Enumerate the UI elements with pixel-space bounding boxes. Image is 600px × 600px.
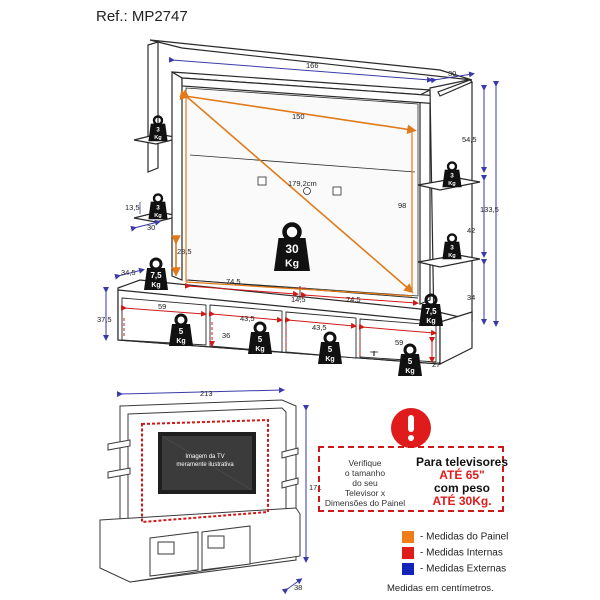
label-drawer4: 59 — [395, 338, 403, 347]
svg-text:Kg: Kg — [154, 213, 162, 219]
panel-outline — [141, 418, 269, 524]
svg-text:3: 3 — [156, 205, 160, 212]
label-overview-width: 213 — [200, 389, 213, 398]
weight-icon-niche-1: 5Kg — [169, 313, 193, 346]
weight-icon-niche-4: 5Kg — [398, 343, 422, 376]
reference-code: Ref.: MP2747 — [96, 8, 188, 25]
label-drawer4-height: 27 — [432, 360, 440, 369]
label-shelf-thickness: 13,5 — [125, 203, 140, 212]
svg-text:3: 3 — [450, 173, 454, 180]
label-panel-width: 150 — [292, 112, 305, 121]
legend-swatch-blue — [402, 563, 414, 575]
legend-item-panel: - Medidas do Painel — [402, 531, 508, 543]
svg-text:7,5: 7,5 — [425, 307, 437, 316]
svg-text:Kg: Kg — [426, 318, 435, 325]
tv-illustration: Imagem da TV meramente ilustrativa — [158, 432, 256, 494]
label-panel-gap: 28,5 — [177, 247, 192, 256]
svg-text:Kg: Kg — [325, 356, 334, 363]
tv-caption-2: meramente ilustrativa — [176, 462, 234, 468]
weight-icon-shelf-mid-left: 3Kg — [148, 193, 168, 220]
legend-note: Medidas em centímetros. — [387, 583, 494, 594]
svg-text:Kg: Kg — [176, 338, 185, 345]
label-niche-left: 74,5 — [226, 277, 241, 286]
legend-swatch-orange — [402, 531, 414, 543]
legend-item-external: - Medidas Externas — [402, 563, 506, 575]
svg-text:30: 30 — [285, 242, 299, 256]
weight-icon-niche-2: 5Kg — [248, 321, 272, 354]
svg-text:7,5: 7,5 — [150, 271, 162, 280]
tv-caption-1: Imagem da TV — [185, 454, 224, 460]
label-center-gap: 14,5 — [291, 295, 306, 304]
label-base-height: 37,5 — [97, 315, 112, 324]
svg-text:Kg: Kg — [151, 282, 160, 289]
svg-text:Kg: Kg — [448, 181, 456, 187]
weight-icon-right-tower: 7,5Kg — [419, 293, 443, 326]
weight-icon-main-panel: 30Kg — [274, 222, 310, 271]
label-drawer3: 43,5 — [312, 323, 327, 332]
svg-text:3: 3 — [156, 127, 160, 134]
weight-icon-shelf-top-left: 3Kg — [148, 115, 168, 142]
label-upper-right: 54,5 — [462, 135, 477, 144]
label-top-width: 166 — [306, 61, 319, 70]
label-drawer1: 59 — [158, 302, 166, 311]
label-drawer2: 43,5 — [240, 314, 255, 323]
label-overview-depth: 38 — [294, 583, 302, 592]
weight-icon-niche-3: 5Kg — [318, 331, 342, 364]
label-drawer2-height: 36 — [222, 331, 230, 340]
dimension-labels: 166 30 150 179,2cm 98 54,5 42 133,5 34 1… — [97, 61, 499, 369]
label-side-depth: 30 — [448, 69, 456, 78]
label-shelf-depth: 30 — [147, 223, 155, 232]
svg-text:5: 5 — [179, 327, 184, 336]
svg-text:Kg: Kg — [405, 368, 414, 375]
weight-icon-shelf-top-right: 3Kg — [442, 161, 462, 188]
weight-icon-left-tower: 7,5Kg — [144, 257, 168, 290]
svg-text:Kg: Kg — [448, 253, 456, 259]
weight-icon-shelf-mid-right: 3Kg — [442, 233, 462, 260]
legend-item-internal: - Medidas Internas — [402, 547, 503, 559]
label-right-mid: 42 — [467, 226, 475, 235]
label-overview-height: 171 — [309, 483, 322, 492]
svg-text:5: 5 — [328, 345, 333, 354]
verify-text: Verifique o tamanho do seu Televisor x D… — [324, 458, 406, 508]
internal-measures — [120, 282, 437, 363]
svg-text:3: 3 — [450, 245, 454, 252]
svg-text:Kg: Kg — [154, 135, 162, 141]
label-niche-right: 74,5 — [346, 295, 361, 304]
overview-measures — [116, 387, 309, 595]
external-measures — [103, 56, 499, 341]
label-diagonal: 179,2cm — [288, 179, 317, 188]
tv-limit-headline: Para televisores ATÉ 65" com peso ATÉ 30… — [415, 455, 509, 508]
label-inner-height: 98 — [398, 201, 406, 210]
svg-text:Kg: Kg — [285, 258, 299, 270]
legend-swatch-red — [402, 547, 414, 559]
svg-text:Kg: Kg — [255, 346, 264, 353]
svg-text:5: 5 — [258, 335, 263, 344]
label-overhang: 34,5 — [121, 268, 136, 277]
warning-icon — [391, 408, 431, 448]
label-total-height: 133,5 — [480, 205, 499, 214]
svg-text:5: 5 — [408, 357, 413, 366]
warning-box — [318, 446, 504, 512]
label-lower-right: 34 — [467, 293, 475, 302]
